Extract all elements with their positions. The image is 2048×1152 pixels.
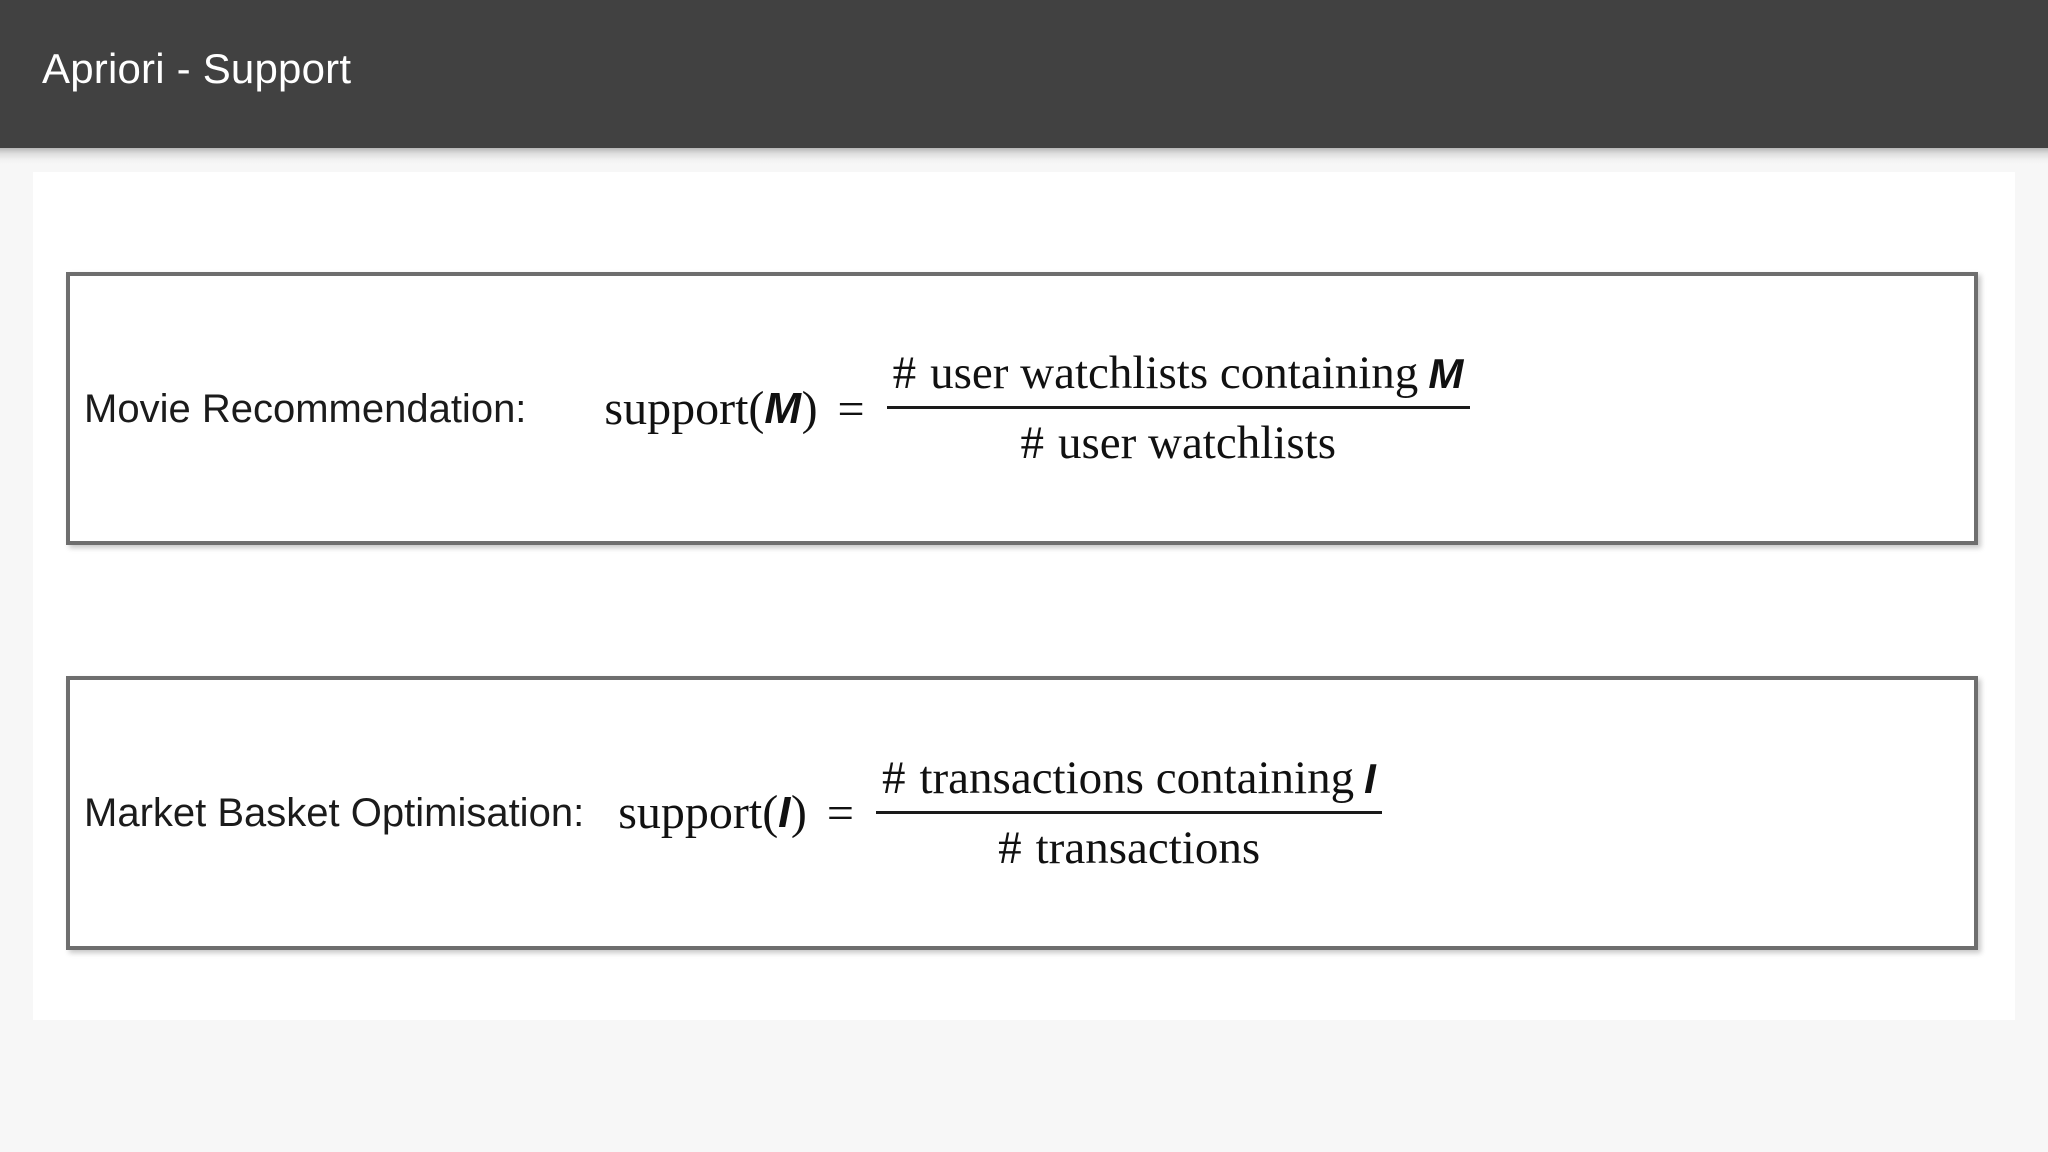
formula-left-hand-side: support(M) (604, 381, 818, 435)
open-paren: ( (748, 381, 765, 435)
card-label-market-basket-optimisation: Market Basket Optimisation: (84, 791, 585, 835)
app-bar-shadow (0, 148, 2048, 164)
hash-symbol-numerator: # (881, 751, 906, 804)
denominator-text: transactions (1035, 821, 1261, 874)
hash-symbol-numerator: # (892, 347, 917, 400)
hash-symbol-denominator: # (1020, 417, 1044, 469)
formula-card-market-basket-optimisation: Market Basket Optimisation: support(I) =… (66, 676, 1978, 950)
close-paren: ) (801, 381, 818, 435)
slide-content-panel: Movie Recommendation: support(M) = #user… (33, 172, 2015, 1020)
numerator-symbol: M (1428, 350, 1464, 398)
page-title: Apriori - Support (42, 45, 352, 92)
card-label-movie-recommendation: Movie Recommendation: (84, 386, 527, 431)
numerator-text: user watchlists containing (930, 347, 1419, 400)
denominator-text: user watchlists (1057, 417, 1336, 469)
support-argument-symbol: M (764, 383, 802, 433)
numerator-symbol: I (1364, 754, 1377, 802)
app-bar: Apriori - Support (0, 0, 2048, 148)
support-argument-symbol: I (778, 788, 791, 837)
formula-left-hand-side: support(I) (618, 789, 807, 837)
formula-movie-recommendation: support(M) = #user watchlists containing… (604, 347, 1470, 470)
fraction-denominator: #transactions (992, 814, 1266, 875)
fraction-bar (875, 810, 1383, 814)
fraction-denominator: #user watchlists (1014, 409, 1342, 470)
close-paren: ) (790, 786, 807, 839)
fraction-bar (886, 406, 1470, 409)
formula-card-movie-recommendation: Movie Recommendation: support(M) = #user… (66, 272, 1978, 545)
numerator-text: transactions containing (919, 751, 1355, 804)
hash-symbol-denominator: # (998, 821, 1022, 874)
equals-sign: = (837, 382, 865, 436)
equals-sign: = (826, 787, 854, 840)
support-function-name: support (618, 786, 763, 839)
support-function-name: support (604, 381, 749, 435)
open-paren: ( (762, 786, 779, 839)
